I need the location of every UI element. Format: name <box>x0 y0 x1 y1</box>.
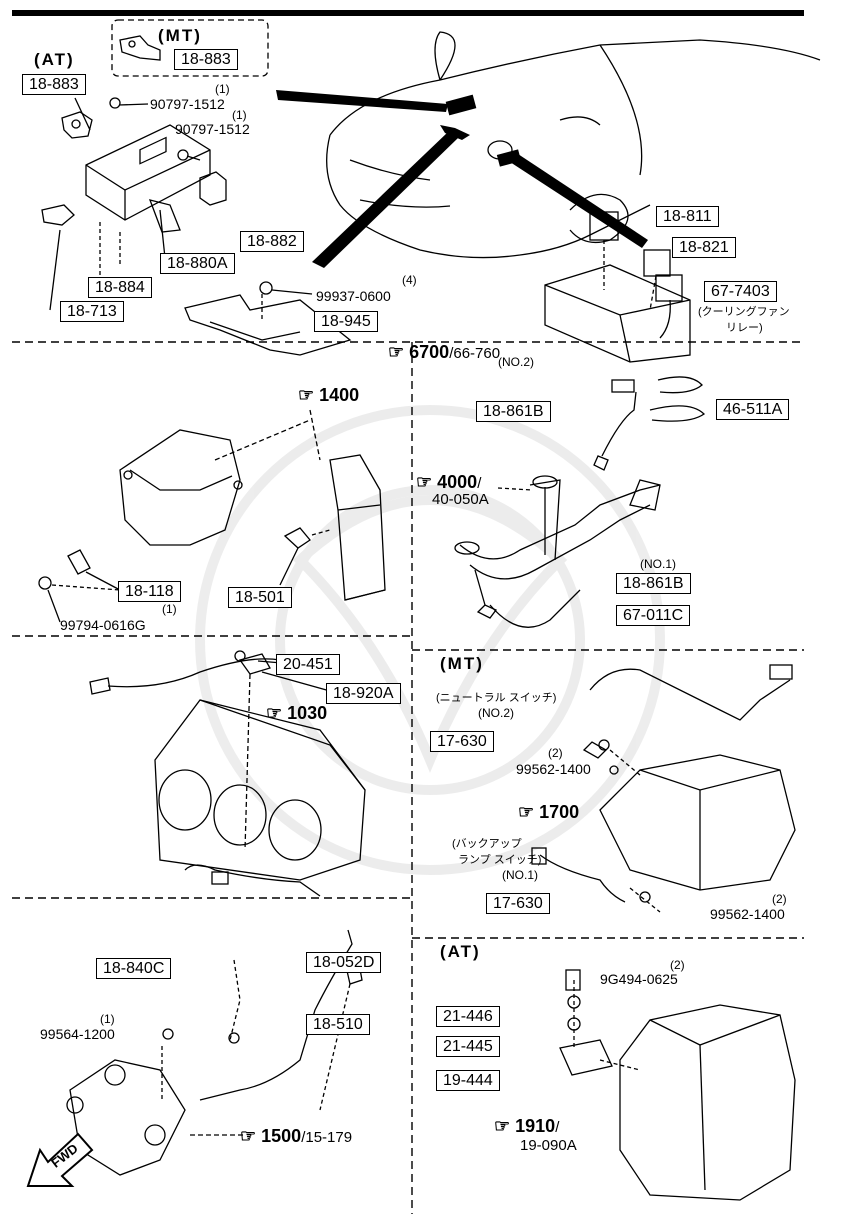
car-outline <box>326 31 821 259</box>
qty-99937-0600: (4) <box>402 273 417 287</box>
leader-wedge-bracket <box>312 132 458 268</box>
fwd-arrow-icon <box>26 1132 94 1187</box>
part-18-880a[interactable]: 18-880A <box>160 253 235 274</box>
ref-1400[interactable]: ☞ 1400 <box>298 385 360 405</box>
ref-6700[interactable]: ☞ 6700/66-760 <box>388 342 501 362</box>
ref-1500[interactable]: ☞ 1500/15-179 <box>240 1126 353 1146</box>
part-18-861b-no2[interactable]: 18-861B <box>476 401 551 422</box>
part-99794-0616g[interactable]: 99794-0616G <box>60 617 146 633</box>
qty-18-861b-no1: (NO.1) <box>640 557 676 571</box>
part-99562-1400-a[interactable]: 99562-1400 <box>516 761 591 777</box>
note-backup-lamp-switch-1: (バックアップ <box>452 838 522 850</box>
ecu-location-marker <box>445 94 477 116</box>
qty-18-861b-no2: (NO.2) <box>498 355 534 369</box>
part-21-446[interactable]: 21-446 <box>436 1006 500 1027</box>
section-mt-top: (MT) <box>158 26 202 45</box>
section-dividers <box>12 341 804 1214</box>
ref-1030[interactable]: ☞ 1030 <box>266 703 328 723</box>
part-99937-0600[interactable]: 99937-0600 <box>316 288 391 304</box>
part-17-630-no2[interactable]: 17-630 <box>430 731 494 752</box>
part-18-510[interactable]: 18-510 <box>306 1014 370 1035</box>
note-backup-lamp-switch-2: ランプ スイッチ) <box>458 854 542 866</box>
part-18-920a[interactable]: 18-920A <box>326 683 401 704</box>
qty-17-630-no1: (NO.1) <box>502 868 538 882</box>
at-transmission-1910 <box>559 969 796 1201</box>
section-mt-middle: (MT) <box>440 654 484 673</box>
exhaust-manifold-1400 <box>38 409 386 623</box>
ref-1910[interactable]: ☞ 1910/ <box>494 1116 560 1136</box>
part-90797-1512-b[interactable]: 90797-1512 <box>175 121 250 137</box>
part-67-7403[interactable]: 67-7403 <box>704 281 777 302</box>
part-18-861b-no1[interactable]: 18-861B <box>616 573 691 594</box>
note-cooling-fan-relay-2: リレー) <box>726 322 763 334</box>
bracket-18-945 <box>184 281 352 356</box>
part-21-445[interactable]: 21-445 <box>436 1036 500 1057</box>
part-20-451[interactable]: 20-451 <box>276 654 340 675</box>
ref-40-050a[interactable]: 40-050A <box>432 491 489 508</box>
note-cooling-fan-relay-1: (クーリングファン <box>698 306 790 318</box>
qty-90797-1512-b: (1) <box>232 108 247 122</box>
part-18-884[interactable]: 18-884 <box>88 277 152 298</box>
section-at-top: (AT) <box>34 50 75 69</box>
qty-99564-1200: (1) <box>100 1012 115 1026</box>
part-18-052d[interactable]: 18-052D <box>306 952 382 973</box>
leader-wedge-ecu <box>276 90 448 112</box>
qty-9g494-0625: (2) <box>670 958 685 972</box>
part-18-821[interactable]: 18-821 <box>672 237 736 258</box>
part-18-882[interactable]: 18-882 <box>240 231 304 252</box>
part-90797-1512-a[interactable]: 90797-1512 <box>150 96 225 112</box>
qty-90797-1512-a: (1) <box>215 82 230 96</box>
watermark-seal <box>195 405 665 875</box>
part-67-011c[interactable]: 67-011C <box>616 605 691 626</box>
part-18-713[interactable]: 18-713 <box>60 301 124 322</box>
part-18-811[interactable]: 18-811 <box>656 206 719 227</box>
bracket-location-marker <box>440 125 470 140</box>
part-18-840c[interactable]: 18-840C <box>96 958 172 979</box>
qty-17-630-no2: (NO.2) <box>478 706 514 720</box>
ref-1700[interactable]: ☞ 1700 <box>518 802 580 822</box>
qty-99794-0616g: (1) <box>162 602 177 616</box>
ref-4000[interactable]: ☞ 4000/ <box>416 472 482 492</box>
qty-99562-1400-b: (2) <box>772 892 787 906</box>
exhaust-pipe-4000 <box>454 376 706 628</box>
part-18-118[interactable]: 18-118 <box>118 581 181 602</box>
relay-box <box>544 211 691 363</box>
part-99564-1200[interactable]: 99564-1200 <box>40 1026 115 1042</box>
part-17-630-no1[interactable]: 17-630 <box>486 893 550 914</box>
part-99562-1400-b[interactable]: 99562-1400 <box>710 906 785 922</box>
part-19-444[interactable]: 19-444 <box>436 1070 500 1091</box>
part-18-883-at[interactable]: 18-883 <box>22 74 86 95</box>
note-neutral-switch: (ニュートラル スイッチ) <box>436 692 557 704</box>
part-18-883-mt[interactable]: 18-883 <box>174 49 238 70</box>
section-at-bottom: (AT) <box>440 942 481 961</box>
part-46-511a[interactable]: 46-511A <box>716 399 790 420</box>
part-18-945[interactable]: 18-945 <box>314 311 378 332</box>
qty-99562-1400-a: (2) <box>548 746 563 760</box>
top-border-bar <box>12 10 804 16</box>
part-9g494-0625[interactable]: 9G494-0625 <box>600 971 678 987</box>
leader-wedge-relay <box>510 154 648 248</box>
ref-19-090a[interactable]: 19-090A <box>520 1137 577 1154</box>
mt-transmission-1700 <box>531 664 796 913</box>
part-18-501[interactable]: 18-501 <box>228 587 292 608</box>
engine-block-1030 <box>89 650 366 881</box>
